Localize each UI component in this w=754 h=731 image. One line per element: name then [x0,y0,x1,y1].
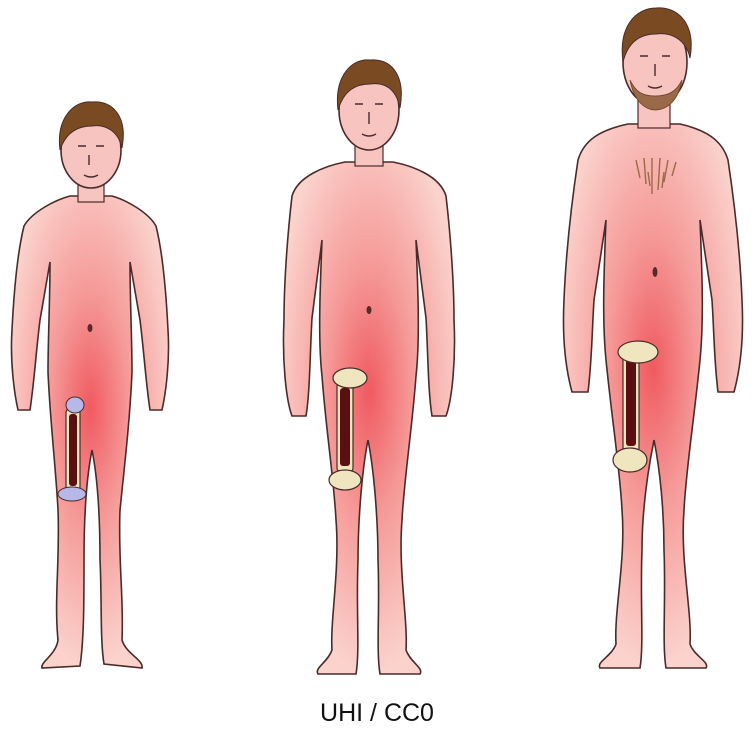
child-upper-growth-plate [66,397,84,413]
adult-femur-head [618,341,658,363]
attribution-caption: UHI / CC0 [0,698,754,728]
adolescent-femur-condyle [329,470,361,490]
child-body [11,196,168,668]
adult-body [563,124,742,668]
child-navel [88,324,93,332]
adolescent-navel [367,306,372,314]
adult-femur-condyle [613,448,647,472]
adult-navel [653,267,658,277]
adolescent-body [283,162,454,674]
adolescent-femur-head [333,368,367,388]
child-lower-growth-plate [58,487,86,501]
adult-figure [563,8,742,668]
child-figure [11,102,168,668]
adolescent-figure [283,60,454,674]
